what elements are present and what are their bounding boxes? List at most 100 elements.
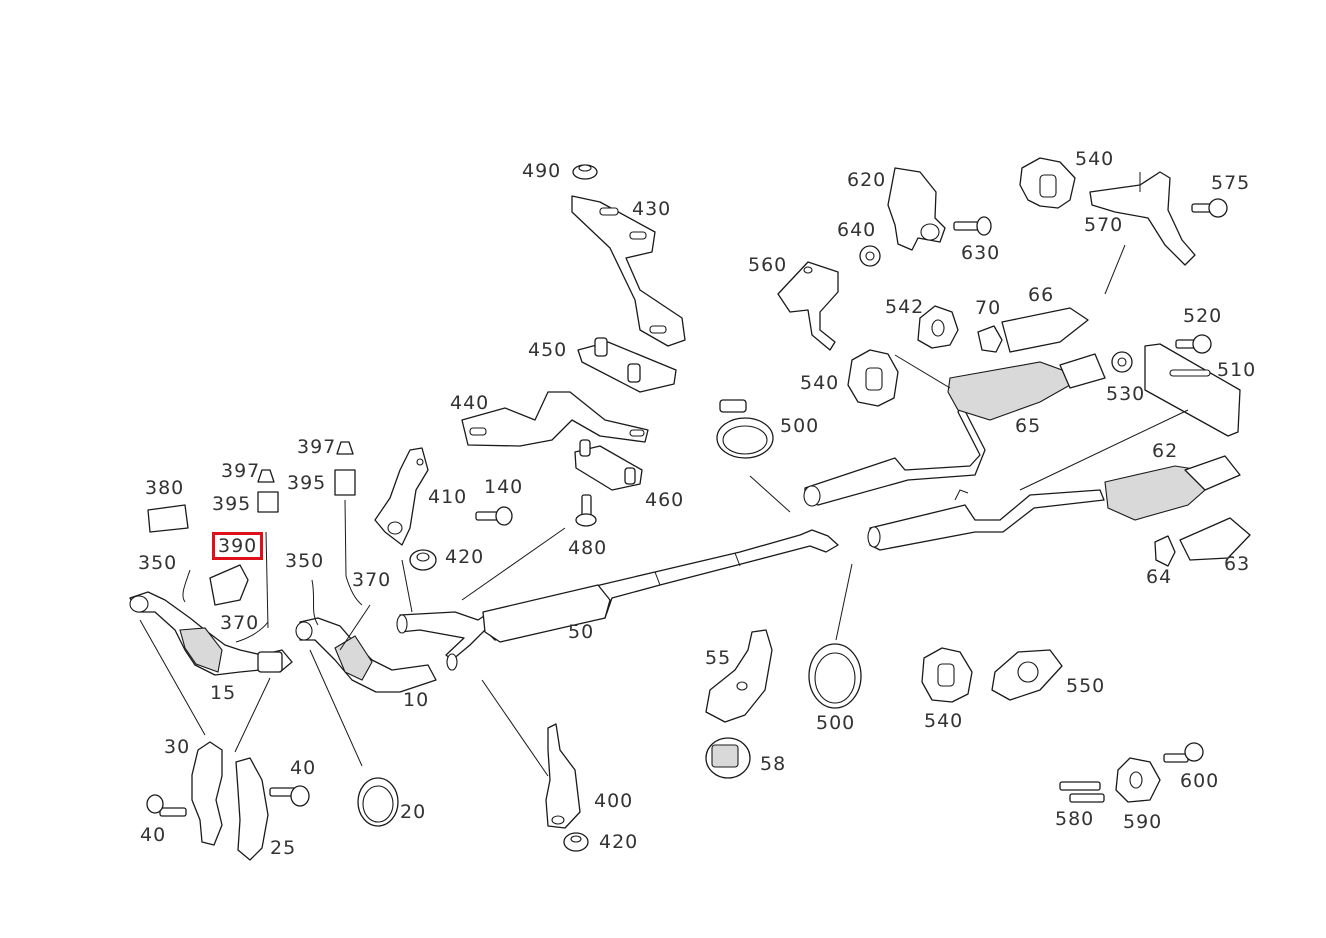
part-63-tail-pipe xyxy=(1179,517,1251,561)
label-370-left: 370 xyxy=(220,612,260,634)
part-25-clamp xyxy=(235,757,269,861)
label-540-top: 540 xyxy=(1075,148,1115,170)
part-front-muffler xyxy=(803,404,986,507)
part-575-bolt xyxy=(1191,198,1228,218)
label-15: 15 xyxy=(210,682,237,704)
part-350-sensor-wire xyxy=(182,569,363,643)
label-350-right: 350 xyxy=(285,550,325,572)
label-65: 65 xyxy=(1015,415,1042,437)
label-30: 30 xyxy=(164,736,191,758)
part-66-tail-pipe xyxy=(1001,307,1089,353)
part-395-connector xyxy=(257,469,356,513)
part-580-bolt xyxy=(1059,781,1105,803)
part-540b-hanger xyxy=(847,349,899,407)
label-66: 66 xyxy=(1028,284,1055,306)
part-530-nut xyxy=(1111,351,1133,373)
label-550: 550 xyxy=(1066,675,1106,697)
part-50-center-pipe-muffler xyxy=(396,529,839,671)
part-30-clamp xyxy=(191,741,223,846)
part-55-bracket xyxy=(705,629,773,723)
part-420-grommet xyxy=(409,549,437,571)
label-70: 70 xyxy=(975,297,1002,319)
label-140: 140 xyxy=(484,476,524,498)
part-620-bracket xyxy=(887,167,946,251)
label-542: 542 xyxy=(885,296,925,318)
part-520-bolt xyxy=(1175,334,1212,354)
part-58-clamp xyxy=(705,737,751,779)
label-530: 530 xyxy=(1106,383,1146,405)
leader-lines xyxy=(139,244,1189,777)
part-420b-grommet xyxy=(563,832,589,852)
label-40-left: 40 xyxy=(140,824,167,846)
label-397-right: 397 xyxy=(297,436,337,458)
label-350-left: 350 xyxy=(138,552,178,574)
label-63: 63 xyxy=(1224,553,1251,575)
label-510: 510 xyxy=(1217,359,1257,381)
label-390-highlighted: 390 xyxy=(212,532,264,560)
label-500-top: 500 xyxy=(780,415,820,437)
label-395-right: 395 xyxy=(287,472,327,494)
label-64: 64 xyxy=(1146,566,1173,588)
part-430-bracket xyxy=(571,195,686,347)
part-65-rear-silencer xyxy=(947,353,1106,421)
part-460-mount xyxy=(574,439,643,491)
label-370-right: 370 xyxy=(352,569,392,591)
part-590-hanger xyxy=(1115,757,1161,803)
label-25: 25 xyxy=(270,837,297,859)
part-380-clip xyxy=(147,504,189,533)
label-560: 560 xyxy=(748,254,788,276)
part-450-mount xyxy=(577,337,677,393)
part-397-cap xyxy=(257,441,354,483)
part-390-connector xyxy=(209,564,249,606)
label-420-top: 420 xyxy=(445,546,485,568)
part-540c-hanger xyxy=(921,647,973,703)
label-420-bottom: 420 xyxy=(599,831,639,853)
label-630: 630 xyxy=(961,242,1001,264)
label-440: 440 xyxy=(450,392,490,414)
label-480: 480 xyxy=(568,537,608,559)
label-590: 590 xyxy=(1123,811,1163,833)
part-510-bracket xyxy=(1144,343,1241,437)
label-430: 430 xyxy=(632,198,672,220)
part-570-bracket xyxy=(1089,171,1196,266)
part-64-clamp xyxy=(1154,535,1176,567)
label-62: 62 xyxy=(1152,440,1179,462)
label-58: 58 xyxy=(760,753,787,775)
part-440-bracket xyxy=(461,391,649,447)
part-40-bolt xyxy=(146,785,310,817)
label-380: 380 xyxy=(145,477,185,499)
label-450: 450 xyxy=(528,339,568,361)
part-640-nut xyxy=(859,245,881,267)
part-62-rear-silencer xyxy=(1104,455,1241,521)
part-490-nut xyxy=(572,164,598,180)
label-540-bottom: 540 xyxy=(924,710,964,732)
label-490: 490 xyxy=(522,160,562,182)
part-630-bolt xyxy=(953,216,992,236)
part-10-catalytic-converter xyxy=(295,617,437,693)
part-550-flange xyxy=(991,649,1063,701)
label-400: 400 xyxy=(594,790,634,812)
part-410-bracket xyxy=(374,447,429,546)
label-500-bottom: 500 xyxy=(816,712,856,734)
label-575: 575 xyxy=(1211,172,1251,194)
label-520: 520 xyxy=(1183,305,1223,327)
part-560-bracket xyxy=(777,261,839,351)
label-50: 50 xyxy=(568,621,595,643)
label-410: 410 xyxy=(428,486,468,508)
label-40-right: 40 xyxy=(290,757,317,779)
part-542-hanger xyxy=(917,305,959,349)
label-20: 20 xyxy=(400,801,427,823)
part-540a-hanger xyxy=(1019,157,1076,209)
label-570: 570 xyxy=(1084,214,1124,236)
label-395-left: 395 xyxy=(212,493,252,515)
label-640: 640 xyxy=(837,219,877,241)
label-460: 460 xyxy=(645,489,685,511)
label-55: 55 xyxy=(705,647,732,669)
part-70-clamp xyxy=(977,325,1003,353)
label-10: 10 xyxy=(403,689,430,711)
label-580: 580 xyxy=(1055,808,1095,830)
label-397-left: 397 xyxy=(221,460,261,482)
part-15-catalytic-converter xyxy=(129,591,293,676)
part-500a-clamp xyxy=(716,399,774,459)
